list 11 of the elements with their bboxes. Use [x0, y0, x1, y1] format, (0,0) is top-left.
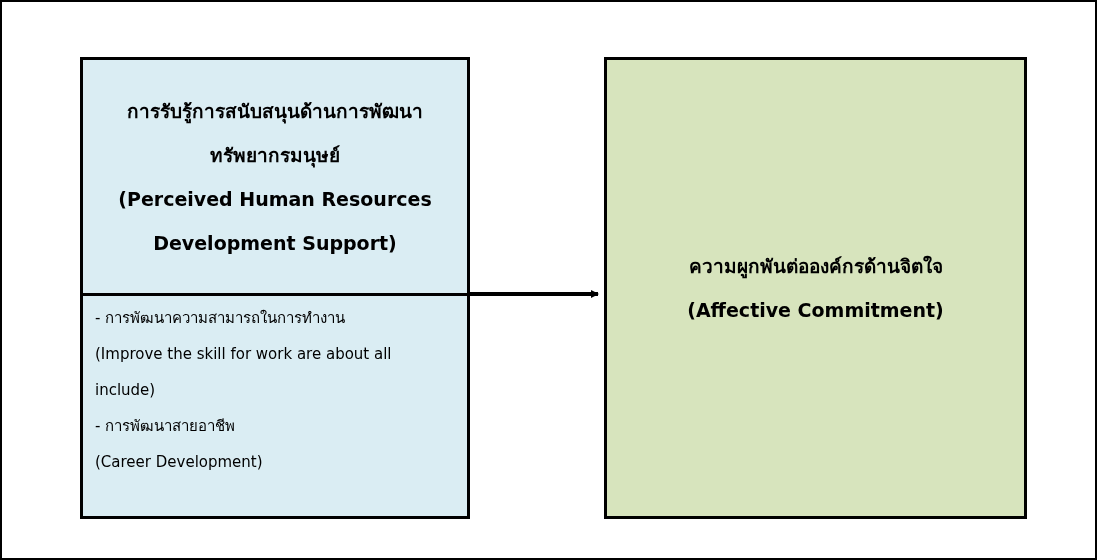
- list-item: - การพัฒนาสายอาชีพ: [95, 416, 237, 437]
- concept-box: [604, 57, 1027, 519]
- arrow: [470, 290, 599, 298]
- box-heading: (Perceived Human Resources Development Support): [117, 186, 433, 256]
- list-item: (Career Development): [95, 452, 264, 473]
- concept-box: [80, 57, 470, 519]
- list-item: - การพัฒนาความสามารถในการทำงาน: [95, 308, 347, 329]
- box-heading: (Affective Commitment): [687, 298, 944, 323]
- box-heading: การรับรู้การสนับสนุนด้านการพัฒนาทรัพยากรมนุษย์: [126, 98, 424, 170]
- box-heading: ความผูกพันต่อองค์กรด้านจิตใจ: [688, 254, 943, 281]
- list-item: (Improve the skill for work are about all include): [95, 344, 393, 401]
